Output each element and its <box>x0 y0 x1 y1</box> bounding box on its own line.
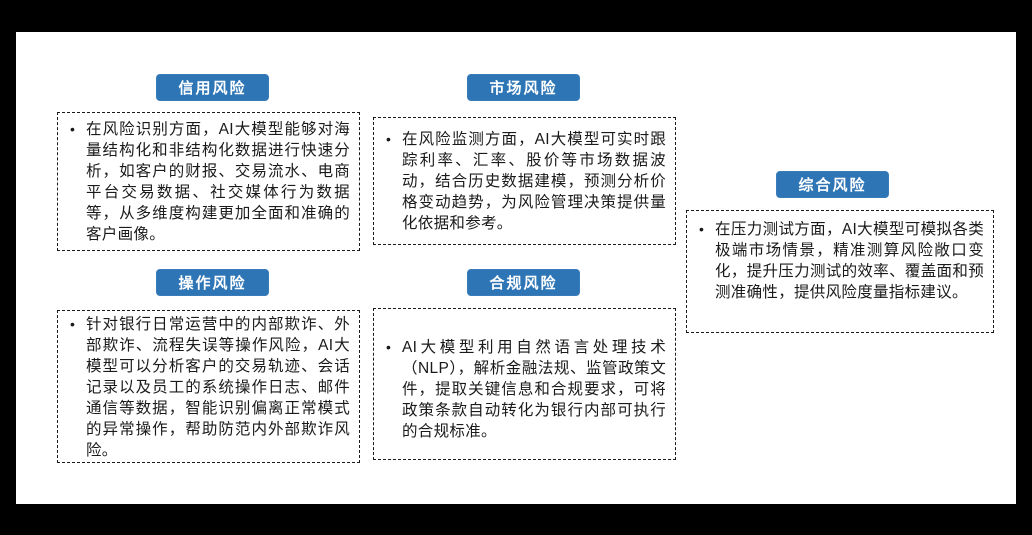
risk-pill-compliance: 合规风险 <box>467 269 580 296</box>
risk-pill-compliance-label: 合规风险 <box>489 275 558 292</box>
risk-box-compliance: • AI大模型利用自然语言处理技术（NLP），解析金融法规、监管政策文件，提取关… <box>373 308 676 460</box>
risk-description-operational: 针对银行日常运营中的内部欺诈、外部欺诈、流程失误等操作风险，AI大模型可以分析客… <box>86 316 350 459</box>
risk-pill-comprehensive: 综合风险 <box>776 171 889 198</box>
bullet-item: • 在风险监测方面，AI大模型可实时跟踪利率、汇率、股价等市场数据波动，结合历史… <box>386 129 666 234</box>
bullet-item: • AI大模型利用自然语言处理技术（NLP），解析金融法规、监管政策文件，提取关… <box>386 337 666 442</box>
risk-pill-credit-label: 信用风险 <box>178 80 247 97</box>
slide-canvas: 信用风险 • 在风险识别方面，AI大模型能够对海量结构化和非结构化数据进行快速分… <box>16 32 1016 504</box>
risk-description-comprehensive: 在压力测试方面，AI大模型可模拟各类极端市场情景，精准测算风险敞口变化，提升压力… <box>715 221 984 301</box>
bullet-item: • 针对银行日常运营中的内部欺诈、外部欺诈、流程失误等操作风险，AI大模型可以分… <box>70 314 350 461</box>
risk-description-credit: 在风险识别方面，AI大模型能够对海量结构化和非结构化数据进行快速分析，如客户的财… <box>86 121 350 243</box>
risk-box-operational: • 针对银行日常运营中的内部欺诈、外部欺诈、流程失误等操作风险，AI大模型可以分… <box>57 310 360 463</box>
risk-pill-comprehensive-label: 综合风险 <box>798 177 867 194</box>
risk-description-market: 在风险监测方面，AI大模型可实时跟踪利率、汇率、股价等市场数据波动，结合历史数据… <box>402 131 666 232</box>
bullet-marker: • <box>699 221 704 237</box>
bullet-marker: • <box>386 339 391 355</box>
bullet-marker: • <box>70 316 75 332</box>
risk-box-credit: • 在风险识别方面，AI大模型能够对海量结构化和非结构化数据进行快速分析，如客户… <box>57 112 360 251</box>
bullet-marker: • <box>70 121 75 137</box>
bullet-marker: • <box>386 131 391 147</box>
risk-pill-market: 市场风险 <box>467 74 580 101</box>
bullet-item: • 在风险识别方面，AI大模型能够对海量结构化和非结构化数据进行快速分析，如客户… <box>70 119 350 245</box>
risk-description-compliance: AI大模型利用自然语言处理技术（NLP），解析金融法规、监管政策文件，提取关键信… <box>402 339 666 440</box>
risk-box-comprehensive: • 在压力测试方面，AI大模型可模拟各类极端市场情景，精准测算风险敞口变化，提升… <box>686 210 994 333</box>
risk-pill-credit: 信用风险 <box>156 74 269 101</box>
risk-pill-operational-label: 操作风险 <box>178 275 247 292</box>
risk-pill-market-label: 市场风险 <box>489 80 558 97</box>
risk-pill-operational: 操作风险 <box>156 269 269 296</box>
bullet-item: • 在压力测试方面，AI大模型可模拟各类极端市场情景，精准测算风险敞口变化，提升… <box>699 219 984 303</box>
risk-box-market: • 在风险监测方面，AI大模型可实时跟踪利率、汇率、股价等市场数据波动，结合历史… <box>373 117 676 245</box>
